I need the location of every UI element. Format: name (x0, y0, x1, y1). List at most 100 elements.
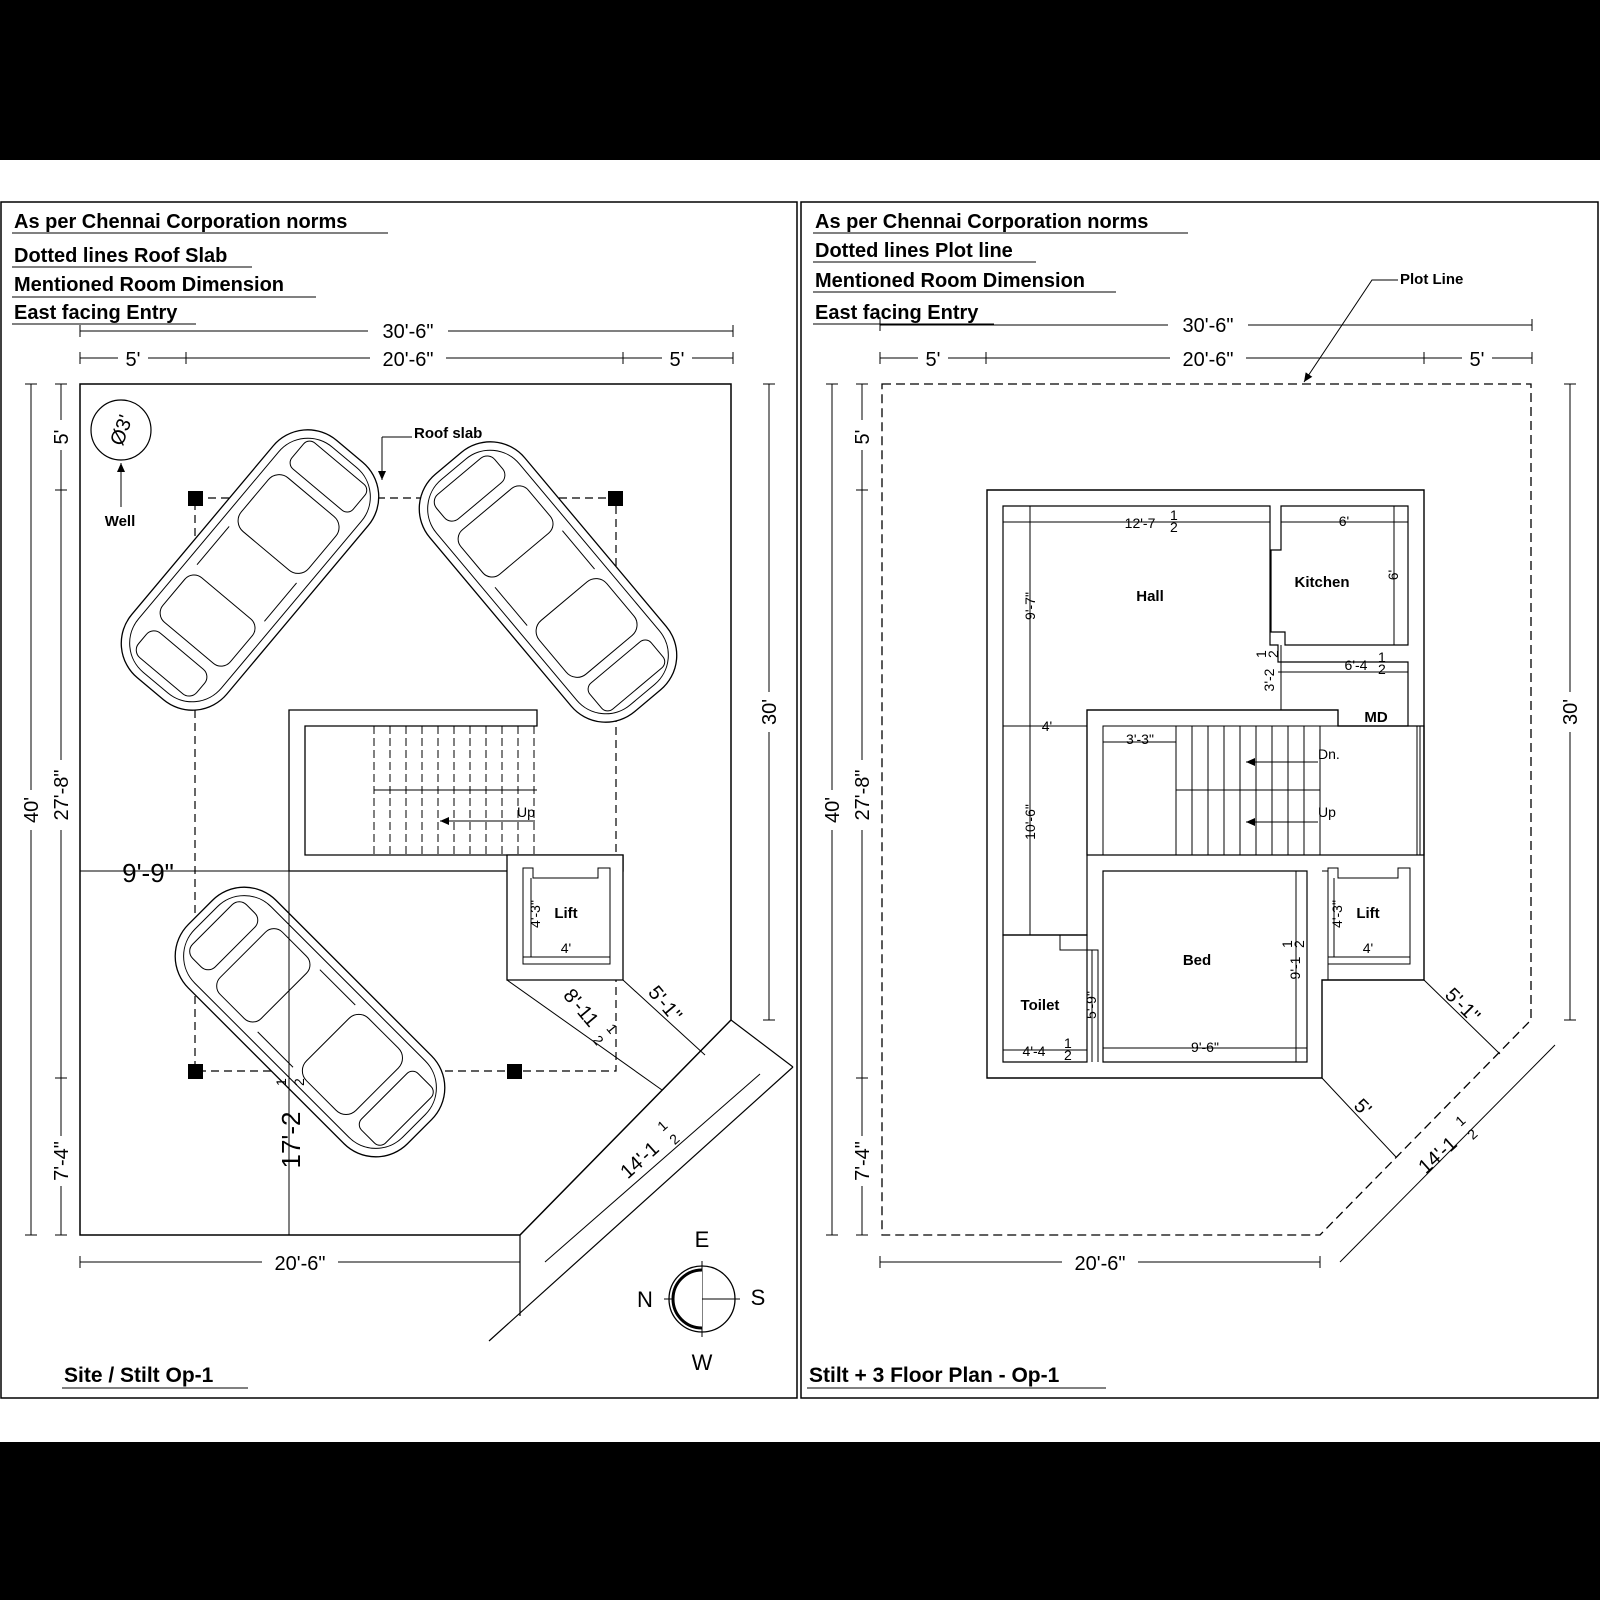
svg-text:1: 1 (1452, 1112, 1469, 1129)
svg-text:6'-4: 6'-4 (1345, 657, 1368, 673)
lift-label: Lift (1356, 905, 1379, 922)
dim-right-side: 30' (759, 699, 781, 725)
svg-text:9'-1: 9'-1 (1287, 956, 1303, 979)
toilet-walls (1002, 934, 1088, 1063)
dim-bottom-width: 20'-6" (275, 1253, 326, 1275)
lift-shaft: Lift 4' 4'-3" (1322, 867, 1411, 980)
svg-text:12'-7: 12'-7 (1125, 515, 1156, 531)
lift-width-dim: 4' (561, 940, 571, 956)
svg-text:14'-1: 14'-1 (1414, 1133, 1461, 1179)
dim-hall-height: 9'-7" (1022, 592, 1038, 620)
well-diameter: Ø3' (106, 412, 137, 448)
svg-text:1: 1 (1253, 650, 1269, 658)
compass-north: N (637, 1287, 653, 1312)
drawing-canvas: As per Chennai Corporation norms Dotted … (0, 201, 1599, 1399)
main-door-label: MD (1364, 709, 1387, 726)
compass-east: E (695, 1227, 710, 1252)
compass-south: S (751, 1285, 766, 1310)
bed-walls (1102, 870, 1308, 1063)
plot-boundary (881, 383, 1532, 1236)
stair-width-dim: 3'-3" (1126, 731, 1154, 747)
dim-setback-left: 5' (126, 349, 141, 371)
svg-text:1: 1 (1064, 1035, 1072, 1051)
dim-height-bottom: 7'-4" (51, 1141, 73, 1181)
dim-bottom-width: 20'-6" (1075, 1253, 1126, 1275)
dim-height-mid: 27'-8" (852, 770, 874, 821)
dim-middle: 20'-6" (383, 349, 434, 371)
room-toilet: Toilet (1021, 997, 1060, 1014)
lift-height-dim: 4'-3" (527, 900, 543, 928)
svg-text:14'-1: 14'-1 (616, 1138, 663, 1184)
dim-kitchen-width: 6' (1339, 513, 1349, 529)
dim-total-width: 30'-6" (1183, 315, 1234, 337)
dim-car-depth: 17'-2 1 2 (273, 1078, 307, 1169)
column (608, 491, 623, 506)
svg-text:2: 2 (590, 1032, 607, 1048)
svg-text:17'-2: 17'-2 (276, 1111, 306, 1168)
column (188, 491, 203, 506)
dim-stair-offset: 9'-9" (122, 858, 174, 888)
lift-label: Lift (554, 905, 577, 922)
svg-text:2: 2 (1064, 1047, 1072, 1063)
svg-text:1: 1 (1170, 507, 1178, 523)
room-hall: Hall (1136, 588, 1164, 605)
note-line-3: Mentioned Room Dimension (815, 270, 1085, 292)
svg-text:2: 2 (1378, 661, 1386, 677)
road-edge (488, 1066, 794, 1342)
dim-passage: 3'-2 1 2 (1253, 650, 1281, 691)
dim-chamfer: 14'-1 1 2 (1414, 1112, 1480, 1179)
svg-text:1: 1 (273, 1078, 289, 1086)
svg-text:3'-2: 3'-2 (1261, 668, 1277, 691)
plot-line-label: Plot Line (1400, 271, 1463, 288)
dim-splay-a: 5'-1" (1440, 984, 1484, 1028)
car-3 (174, 886, 446, 1158)
lift-height-dim: 4'-3" (1329, 900, 1345, 928)
dim-stair-offset: 4' (1042, 718, 1052, 734)
svg-text:2: 2 (666, 1130, 683, 1147)
dim-splay-b: 5' (1349, 1095, 1375, 1121)
lift-shaft: Lift 4' 4'-3" (506, 854, 624, 981)
dim-hall-width: 12'-7 1 2 (1125, 507, 1178, 535)
svg-text:1: 1 (1279, 940, 1295, 948)
lift-width-dim: 4' (1363, 940, 1373, 956)
car-1 (120, 429, 380, 711)
dim-toilet-height: 5'-9" (1083, 991, 1099, 1019)
stair-up-label: Up (1318, 804, 1336, 820)
compass-west: W (692, 1350, 713, 1375)
dim-setback-left: 5' (926, 349, 941, 371)
dim-height-mid: 27'-8" (51, 770, 73, 821)
kitchen-walls (1270, 505, 1409, 646)
well-label: Well (105, 513, 136, 530)
dim-bed-height: 9'-1 1 2 (1279, 940, 1307, 979)
dim-front-setback: 5' (51, 430, 73, 445)
dim-bed-width: 9'-6" (1191, 1039, 1219, 1055)
left-drawing-title: Site / Stilt Op-1 (64, 1364, 214, 1387)
svg-text:2: 2 (1265, 650, 1281, 658)
right-drawing-title: Stilt + 3 Floor Plan - Op-1 (809, 1364, 1060, 1387)
note-line-2: Dotted lines Plot line (815, 240, 1013, 262)
dim-height-bottom: 7'-4" (852, 1141, 874, 1181)
note-line-4: East facing Entry (815, 302, 979, 324)
left-notes: As per Chennai Corporation norms Dotted … (12, 211, 388, 325)
svg-text:1: 1 (603, 1020, 620, 1036)
dim-total-width: 30'-6" (383, 321, 434, 343)
dim-middle: 20'-6" (1183, 349, 1234, 371)
note-line-4: East facing Entry (14, 302, 178, 324)
dim-right-side: 30' (1560, 699, 1582, 725)
svg-text:1: 1 (1378, 649, 1386, 665)
svg-text:1: 1 (654, 1117, 671, 1134)
note-line-3: Mentioned Room Dimension (14, 274, 284, 296)
roof-slab-outline (194, 497, 617, 1072)
compass-rose: E N S W (637, 1227, 765, 1375)
svg-text:2: 2 (291, 1078, 307, 1086)
staircase: Up (288, 709, 624, 872)
well-circle (90, 399, 152, 461)
roof-slab-label: Roof slab (414, 425, 482, 442)
left-frame (0, 201, 798, 1399)
building-outline (986, 489, 1425, 1079)
drawing-sheet: As per Chennai Corporation norms Dotted … (0, 160, 1600, 1442)
svg-text:2: 2 (1170, 519, 1178, 535)
column (188, 1064, 203, 1079)
svg-text:4'-4: 4'-4 (1023, 1043, 1046, 1059)
svg-text:2: 2 (1291, 940, 1307, 948)
